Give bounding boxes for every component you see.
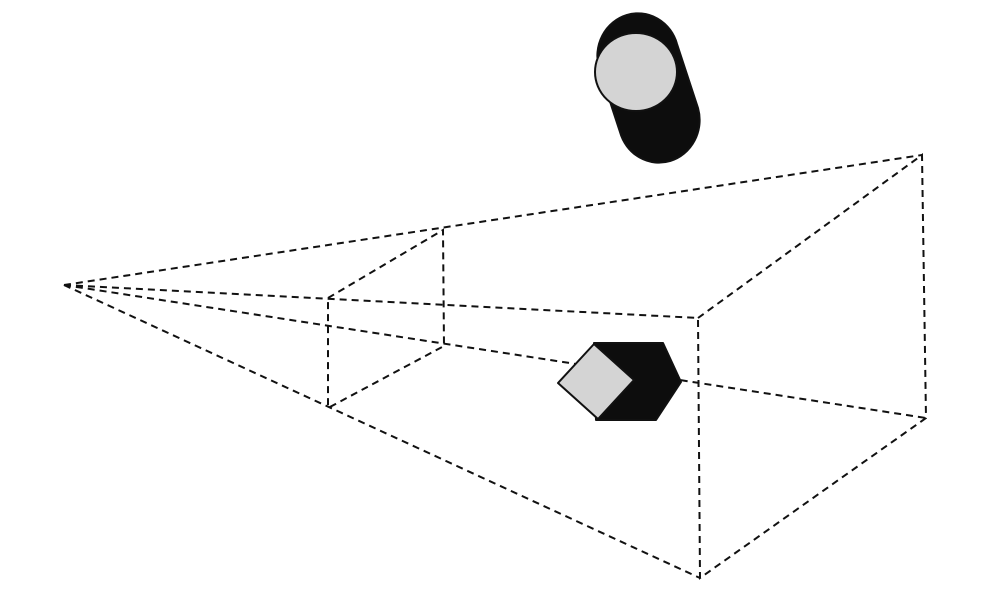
cube bbox=[557, 342, 682, 421]
near-plane bbox=[327, 228, 446, 410]
cylinder bbox=[594, 12, 701, 164]
view-frustum bbox=[63, 153, 928, 580]
frustum-ray-bottom-right bbox=[63, 284, 927, 419]
frustum-ray-bottom-left bbox=[63, 284, 701, 579]
cube-light-face bbox=[557, 343, 635, 420]
frustum-ray-top-left bbox=[63, 284, 699, 319]
far-plane bbox=[696, 153, 928, 580]
cylinder-top-face bbox=[594, 32, 678, 112]
frustum-ray-top-right bbox=[63, 154, 923, 286]
